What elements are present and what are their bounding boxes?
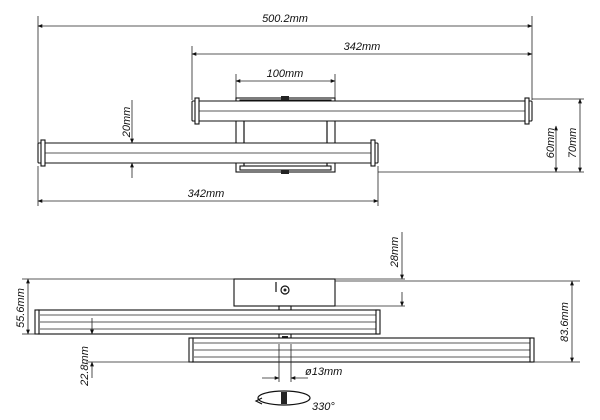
label-total-width: 500.2mm	[262, 13, 308, 25]
dim-total-width: 500.2mm	[37, 13, 533, 150]
label-bar-thickness: 20mm	[121, 107, 133, 139]
side-bar-lower	[188, 337, 535, 363]
label-side-height-left: 55.6mm	[15, 288, 27, 328]
label-height-70: 70mm	[567, 128, 579, 159]
label-upper-bar-length: 342mm	[344, 41, 381, 53]
lower-bar	[37, 139, 379, 167]
label-mount-depth: 28mm	[389, 237, 401, 269]
label-mount-width: 100mm	[267, 68, 304, 80]
dim-side-height-right: 83.6mm	[335, 280, 580, 363]
dim-mount-depth: 28mm	[335, 232, 405, 307]
dim-bar-thickness: 20mm	[121, 100, 134, 178]
dim-upper-bar-length: 342mm	[191, 41, 533, 100]
side-view: 28mm 55.6mm	[15, 232, 580, 413]
dim-lower-bar-length: 342mm	[37, 166, 379, 206]
dim-side-height-left: 55.6mm	[15, 278, 234, 335]
label-rotation: 330°	[312, 401, 335, 413]
dim-mount-width: 100mm	[235, 68, 336, 98]
label-side-height-right: 83.6mm	[559, 302, 571, 342]
top-view: 500.2mm 342mm 100mm	[37, 13, 584, 206]
dim-tube-diameter: ø13mm	[262, 344, 342, 382]
rotation-indicator: 330°	[254, 390, 335, 413]
label-height-60: 60mm	[545, 128, 557, 159]
label-lower-offset: 22.8mm	[79, 346, 91, 387]
ceiling-canopy	[233, 278, 336, 307]
side-bar-upper	[34, 309, 381, 335]
upper-bar	[191, 97, 533, 125]
label-lower-bar-length: 342mm	[188, 188, 225, 200]
dim-lower-offset: 22.8mm	[79, 318, 192, 387]
label-tube-diameter: ø13mm	[305, 366, 342, 378]
dim-heights-right: 60mm 70mm	[378, 98, 584, 173]
